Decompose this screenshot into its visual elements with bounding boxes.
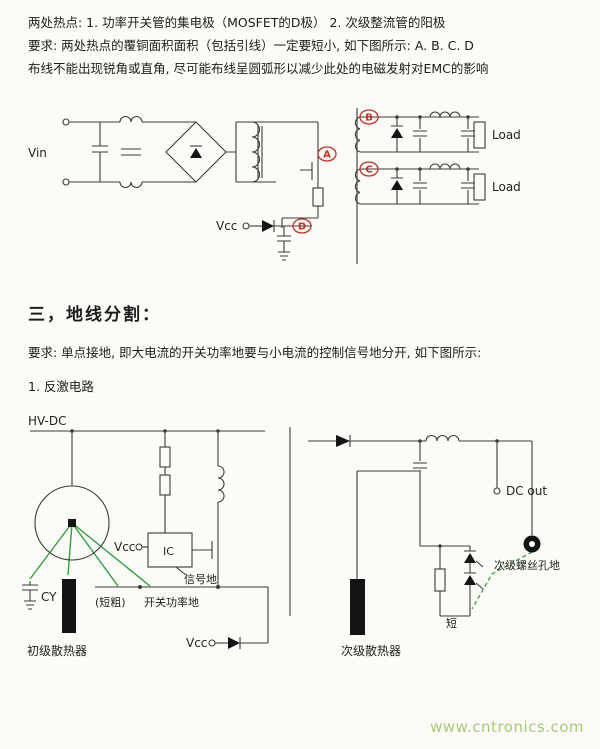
hotspot-c-label: C: [365, 165, 372, 176]
switch-power-ground-label: 开关功率地: [144, 595, 199, 609]
hotspot-d-label: D: [298, 222, 306, 233]
hotspot-c: C: [359, 161, 379, 177]
intro-line-3: 布线不能出现锐角或直角, 尽可能布线呈圆弧形以减少此处的电磁发射对EMC的影响: [28, 61, 489, 76]
secondary-heatsink-label: 次级散热器: [341, 643, 401, 658]
primary-heatsink-bar: [62, 579, 76, 633]
cy-label: CY: [41, 590, 57, 604]
input-filter-circuit: [62, 116, 196, 188]
primary-transformer-mosfet: [226, 121, 324, 228]
primary-flyback-circuit: [22, 429, 269, 649]
intro-paragraph: 两处热点: 1. 功率开关管的集电极（MOSFET的D极） 2. 次级整流管的阳…: [0, 0, 600, 80]
secondary-heatsink-bar: [350, 579, 365, 635]
dc-out-label: DC out: [506, 484, 547, 498]
bridge-rectifier: [165, 121, 227, 183]
screw-hole-ground-link: [471, 551, 533, 610]
short-thick-label: (短粗): [95, 595, 126, 609]
short-label: 短: [446, 616, 457, 630]
hotspot-b: B: [359, 109, 379, 125]
vcc-diode-branch: [242, 220, 312, 261]
intro-line-1: 两处热点: 1. 功率开关管的集电极（MOSFET的D极） 2. 次级整流管的阳…: [28, 15, 446, 30]
subsection-title: 1. 反激电路: [28, 379, 94, 394]
section-requirement: 要求: 单点接地, 即大电流的开关功率地要与小电流的控制信号地分开, 如下图所示…: [28, 345, 482, 360]
load-bottom-label: Load: [492, 180, 521, 194]
hotspot-a: A: [317, 146, 337, 162]
hotspot-a-label: A: [323, 150, 331, 161]
primary-heatsink-label: 初级散热器: [27, 643, 87, 658]
single-point-ground-node: [68, 519, 76, 527]
screw-hole-ground-hole: [529, 541, 535, 547]
vcc-label: Vcc: [216, 219, 237, 233]
watermark: www.cntronics.com: [430, 718, 584, 736]
secondary-rectifier-circuit: [308, 435, 533, 617]
ground-split-circuit-diagram: HV-DC CY 初级散热器 (短粗) 开关功率地 Vcc IC 信号地 Vcc…: [22, 414, 560, 658]
hotspot-d: D: [292, 218, 312, 234]
ic-label: IC: [163, 545, 174, 558]
hotspot-circuit-diagram: A D B C Vin Vcc Load Load: [28, 108, 521, 264]
section-heading: 三，地线分割：: [28, 305, 161, 325]
hv-dc-label: HV-DC: [28, 414, 66, 428]
load-top-label: Load: [492, 128, 521, 142]
secondary-output-2: [354, 163, 486, 205]
star-ground-lines: [29, 522, 151, 587]
vcc-ic-label: Vcc: [114, 540, 135, 554]
secondary-screw-hole-ground-label: 次级螺丝孔地: [494, 558, 560, 572]
signal-ground-label: 信号地: [184, 573, 217, 586]
intro-line-2: 要求: 两处热点的覆铜面积面积（包括引线）一定要短小, 如下图所示: A. B.…: [28, 38, 474, 53]
secondary-output-1: [354, 111, 486, 153]
vcc-aux-label: Vcc: [186, 636, 207, 650]
hotspot-b-label: B: [365, 113, 373, 124]
vin-label: Vin: [28, 146, 47, 160]
